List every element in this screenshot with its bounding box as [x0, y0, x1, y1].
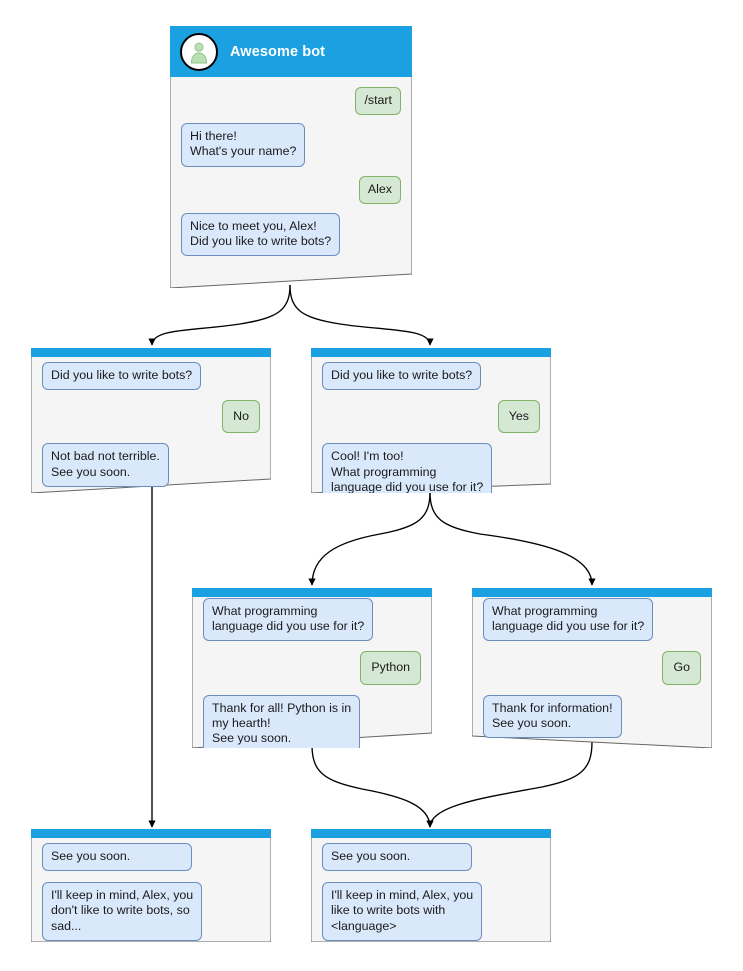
message-row: I'll keep in mind, Alex, you like to wri…: [322, 882, 540, 941]
node-content: Awesome bot /start Hi there! What's your…: [170, 26, 412, 288]
message-row: See you soon.: [42, 843, 260, 872]
edge-python-to-end-happy: [311, 744, 434, 828]
node-content: See you soon. I'll keep in mind, Alex, y…: [31, 829, 271, 942]
bot-message-bubble[interactable]: See you soon.: [322, 843, 472, 872]
node-end-sad[interactable]: See you soon. I'll keep in mind, Alex, y…: [31, 829, 271, 942]
node-end-happy[interactable]: See you soon. I'll keep in mind, Alex, y…: [311, 829, 551, 942]
node-content: What programming language did you use fo…: [192, 588, 432, 748]
chat-area: What programming language did you use fo…: [472, 593, 712, 739]
bot-message-bubble[interactable]: What programming language did you use fo…: [203, 598, 374, 642]
message-row: What programming language did you use fo…: [483, 598, 701, 642]
node-header-bar: [31, 348, 271, 357]
chat-area: See you soon. I'll keep in mind, Alex, y…: [31, 838, 271, 941]
message-row: What programming language did you use fo…: [203, 598, 421, 642]
message-row: /start: [181, 87, 401, 116]
node-header-bar: Awesome bot: [170, 26, 412, 77]
node-content: See you soon. I'll keep in mind, Alex, y…: [311, 829, 551, 942]
bot-message-bubble[interactable]: Did you like to write bots?: [322, 362, 482, 391]
message-row: See you soon.: [322, 843, 540, 872]
bot-message-bubble[interactable]: Cool! I'm too! What programming language…: [322, 443, 493, 493]
bot-message-bubble[interactable]: See you soon.: [42, 843, 192, 872]
user-message-bubble[interactable]: Go: [662, 651, 701, 685]
chat-area: /start Hi there! What's your name? Alex …: [170, 77, 412, 257]
message-row: Thank for information! See you soon.: [483, 694, 701, 739]
node-awesome-bot-root[interactable]: Awesome bot /start Hi there! What's your…: [170, 26, 412, 288]
message-row: Python: [203, 651, 421, 685]
user-message-bubble[interactable]: /start: [355, 87, 401, 116]
chat-area: What programming language did you use fo…: [192, 593, 432, 748]
node-content: Did you like to write bots? No Not bad n…: [31, 348, 271, 493]
message-row: Alex: [181, 175, 401, 204]
message-row: No: [42, 400, 260, 434]
user-message-bubble[interactable]: Yes: [497, 400, 540, 434]
chat-area: Did you like to write bots? Yes Cool! I'…: [311, 357, 551, 493]
person-avatar-icon: [180, 32, 218, 71]
bot-message-bubble[interactable]: Not bad not terrible. See you soon.: [42, 443, 169, 487]
message-row: Did you like to write bots?: [322, 362, 540, 391]
message-row: Yes: [322, 400, 540, 434]
node-header-bar: [311, 348, 551, 357]
node-python-branch[interactable]: What programming language did you use fo…: [192, 588, 432, 748]
node-content: What programming language did you use fo…: [472, 588, 712, 748]
message-row: Cool! I'm too! What programming language…: [322, 443, 540, 493]
edge-go-to-end-happy: [426, 741, 593, 828]
node-header-bar: [31, 829, 271, 838]
node-header-bar: [192, 588, 432, 597]
message-row: Thank for all! Python is in my hearth! S…: [203, 694, 421, 748]
message-row: Hi there! What's your name?: [181, 123, 401, 167]
bot-message-bubble[interactable]: Hi there! What's your name?: [181, 123, 306, 167]
user-message-bubble[interactable]: Python: [360, 651, 421, 685]
edge-yes-to-go: [429, 491, 596, 586]
bot-message-bubble[interactable]: I'll keep in mind, Alex, you like to wri…: [322, 882, 483, 941]
message-row: I'll keep in mind, Alex, you don't like …: [42, 882, 260, 941]
node-content: Did you like to write bots? Yes Cool! I'…: [311, 348, 551, 493]
chat-area: Did you like to write bots? No Not bad n…: [31, 357, 271, 487]
node-header-bar: [311, 829, 551, 838]
message-row: Nice to meet you, Alex! Did you like to …: [181, 212, 401, 257]
node-no-branch[interactable]: Did you like to write bots? No Not bad n…: [31, 348, 271, 493]
message-row: Go: [483, 651, 701, 685]
edge-yes-to-python: [308, 491, 431, 586]
message-row: Did you like to write bots?: [42, 362, 260, 391]
bot-message-bubble[interactable]: Thank for all! Python is in my hearth! S…: [203, 694, 361, 748]
bot-message-bubble[interactable]: I'll keep in mind, Alex, you don't like …: [42, 882, 203, 941]
edge-root-to-yes: [289, 284, 434, 346]
edge-root-to-no: [148, 284, 291, 346]
bot-message-bubble[interactable]: Nice to meet you, Alex! Did you like to …: [181, 212, 341, 257]
node-header-bar: [472, 588, 712, 597]
bot-message-bubble[interactable]: What programming language did you use fo…: [483, 598, 654, 642]
user-message-bubble[interactable]: Alex: [358, 175, 401, 204]
node-go-branch[interactable]: What programming language did you use fo…: [472, 588, 712, 748]
bot-title: Awesome bot: [230, 43, 326, 60]
user-message-bubble[interactable]: No: [222, 400, 260, 434]
bot-message-bubble[interactable]: Did you like to write bots?: [42, 362, 202, 391]
bot-message-bubble[interactable]: Thank for information! See you soon.: [483, 694, 622, 739]
node-yes-branch[interactable]: Did you like to write bots? Yes Cool! I'…: [311, 348, 551, 493]
message-row: Not bad not terrible. See you soon.: [42, 443, 260, 487]
chat-area: See you soon. I'll keep in mind, Alex, y…: [311, 838, 551, 941]
